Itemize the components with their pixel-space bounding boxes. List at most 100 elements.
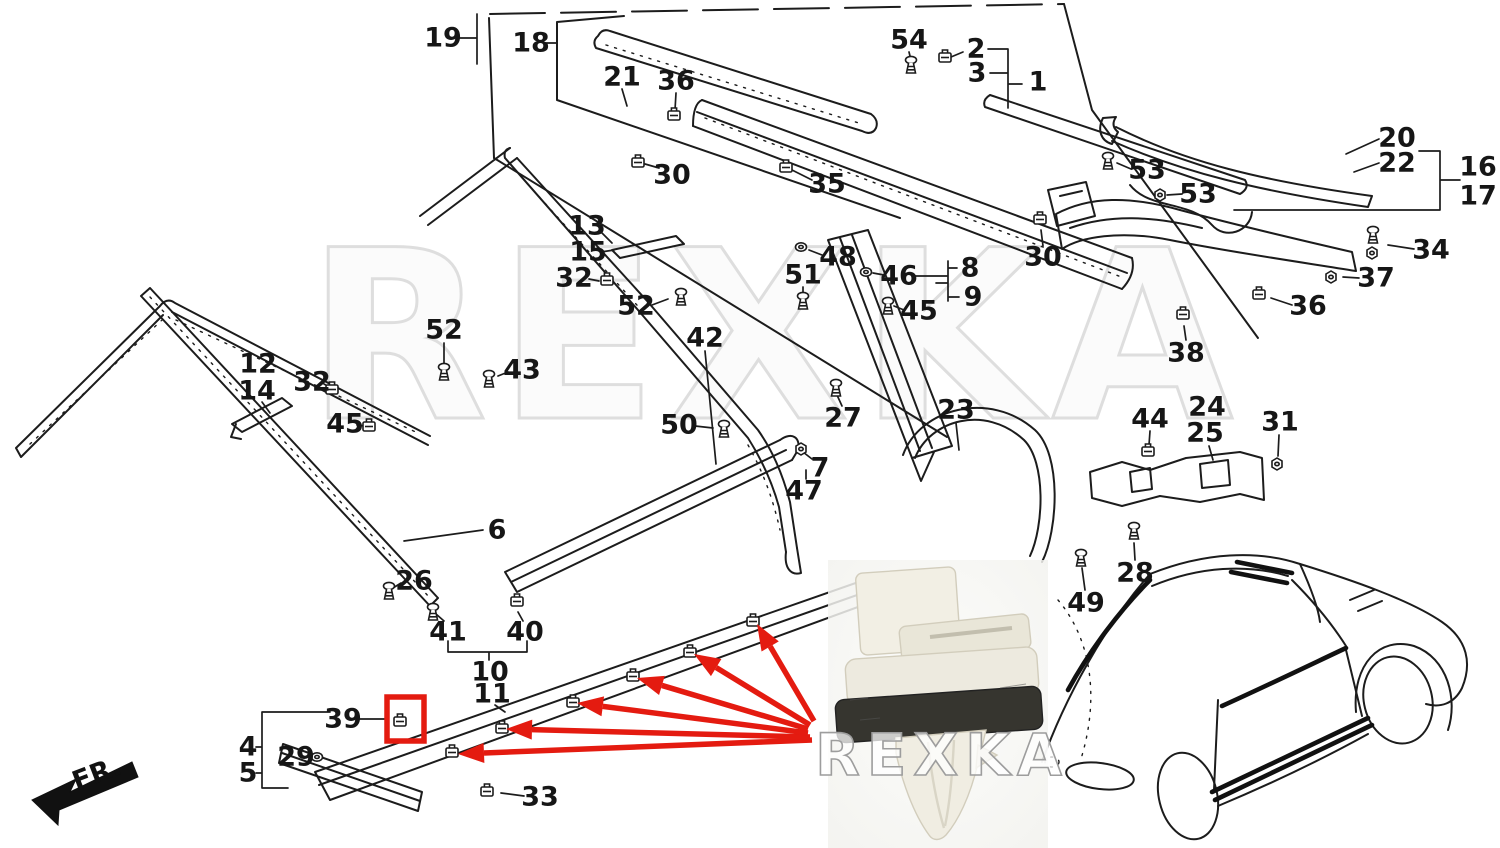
nut-icon (795, 442, 807, 456)
part-label-46: 46 (880, 261, 918, 292)
part-label-19: 19 (424, 23, 462, 54)
clip-location-arrow-2 (531, 726, 811, 740)
clip-icon (510, 593, 524, 607)
part-label-49: 49 (1067, 588, 1105, 619)
car-outline-sketch (1041, 554, 1469, 841)
part-label-20: 20 (1378, 123, 1416, 154)
clip-icon (445, 744, 459, 758)
part-label-53: 53 (1128, 155, 1166, 186)
nut-icon (1154, 188, 1166, 202)
clip-icon (631, 154, 645, 168)
part-label-45: 45 (900, 296, 938, 327)
part-label-27: 27 (824, 403, 862, 434)
clip-icon (393, 713, 407, 727)
part-label-52: 52 (617, 291, 655, 322)
part-label-37: 37 (1357, 263, 1395, 294)
clip-icon (779, 159, 793, 173)
nut-icon (1366, 246, 1378, 260)
screw-icon (1366, 225, 1380, 244)
part-label-13: 13 (568, 211, 606, 242)
leader-lines (255, 13, 1461, 797)
part-label-42: 42 (686, 323, 724, 354)
clip-location-arrow-1 (483, 737, 813, 756)
part-label-18: 18 (512, 28, 550, 59)
clip-location-arrowhead-1 (458, 742, 485, 763)
red-annotations (384, 624, 817, 763)
clip-icon (480, 783, 494, 797)
part-label-33: 33 (521, 782, 559, 813)
part-label-47: 47 (785, 476, 823, 507)
screw-icon (904, 55, 918, 74)
part-label-43: 43 (503, 355, 541, 386)
part-label-11: 11 (473, 679, 511, 710)
part-label-1: 1 (1029, 67, 1048, 98)
part-label-24: 24 (1188, 392, 1226, 423)
part-label-39: 39 (324, 704, 362, 735)
clip-icon (626, 668, 640, 682)
part-label-15: 15 (569, 237, 607, 268)
part-label-40: 40 (506, 617, 544, 648)
screw-icon (1101, 151, 1115, 170)
fr-direction-arrow: FR. (31, 751, 139, 827)
part-label-29: 29 (277, 742, 315, 773)
part-label-32: 32 (555, 263, 593, 294)
watermark-large-text: REXKA (307, 201, 1244, 474)
part-label-28: 28 (1116, 558, 1154, 589)
part-label-8: 8 (961, 253, 980, 284)
clip-icon (938, 49, 952, 63)
part-label-3: 3 (968, 58, 987, 89)
grommet-icon (794, 242, 808, 252)
part-label-14: 14 (238, 376, 276, 407)
part-label-34: 34 (1412, 235, 1450, 266)
part-label-26: 26 (395, 566, 433, 597)
part-label-45: 45 (326, 409, 364, 440)
part-label-30: 30 (1024, 242, 1062, 273)
highlight-box-part-39 (384, 694, 427, 744)
part-label-10: 10 (471, 657, 509, 688)
part-label-35: 35 (808, 169, 846, 200)
clip-location-arrow-6 (767, 645, 817, 723)
clip-icon (1252, 286, 1266, 300)
part-label-16: 16 (1459, 152, 1497, 183)
clip-location-arrowhead-3 (577, 696, 605, 717)
screw-icon (1127, 521, 1141, 540)
part-label-38: 38 (1167, 338, 1205, 369)
part-label-4: 4 (239, 732, 258, 763)
clip-location-arrowhead-2 (506, 719, 533, 740)
part-label-41: 41 (429, 617, 467, 648)
part-label-36: 36 (657, 66, 695, 97)
part-label-9: 9 (964, 282, 983, 313)
part-label-5: 5 (239, 758, 258, 789)
fr-label: FR. (68, 751, 126, 798)
part-label-2: 2 (967, 34, 986, 65)
part-label-25: 25 (1186, 418, 1224, 449)
part-label-21: 21 (603, 62, 641, 93)
part-label-22: 22 (1378, 148, 1416, 179)
part-label-54: 54 (890, 25, 928, 56)
clip-icon (683, 644, 697, 658)
nut-icon (1271, 457, 1283, 471)
part-label-12: 12 (239, 349, 277, 380)
part-label-6: 6 (488, 515, 507, 546)
part-label-44: 44 (1131, 404, 1169, 435)
part-label-30: 30 (653, 160, 691, 191)
part-label-36: 36 (1289, 291, 1327, 322)
clip-location-arrowhead-4 (637, 675, 665, 696)
exploded-diagram-line-art (15, 3, 1469, 841)
part-label-50: 50 (660, 410, 698, 441)
clip-location-arrow-3 (602, 703, 809, 736)
part-label-52: 52 (425, 315, 463, 346)
part-label-51: 51 (784, 260, 822, 291)
part-label-32: 32 (293, 367, 331, 398)
part-label-48: 48 (819, 242, 857, 273)
clip-product-photo (828, 560, 1048, 848)
nut-icon (1325, 270, 1337, 284)
part-label-7: 7 (811, 453, 830, 484)
part-label-31: 31 (1261, 407, 1299, 438)
clip-location-arrow-4 (661, 682, 809, 732)
clip-location-arrowhead-6 (757, 624, 779, 652)
watermark-small-text: REXKA (815, 721, 1069, 789)
